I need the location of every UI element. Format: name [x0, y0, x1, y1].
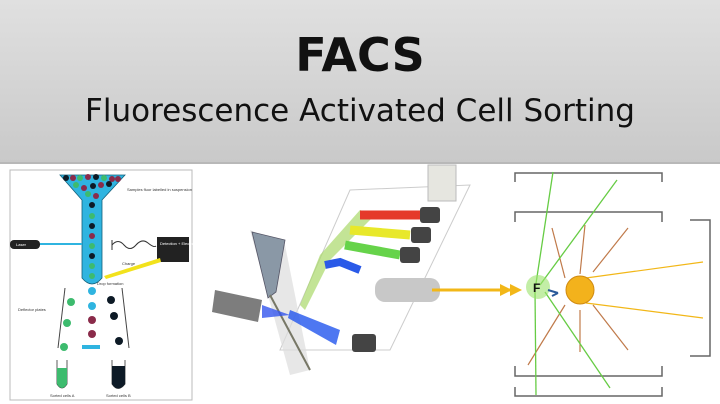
- samples-label: Samples fluor labelled in suspension: [127, 187, 192, 192]
- charge-label: Charge: [122, 261, 136, 266]
- emission-spectrum: [300, 210, 375, 310]
- waste-collector: [82, 345, 100, 349]
- fluorescence-green: [534, 171, 618, 396]
- nozzle: [251, 231, 286, 299]
- laser-box: [10, 240, 40, 249]
- funnel-cells: [63, 174, 121, 279]
- detection-box: [157, 237, 189, 262]
- detectors: [352, 207, 440, 352]
- charge-beam: [104, 258, 161, 279]
- antibody-icon: [547, 289, 559, 297]
- droplets: [60, 287, 123, 351]
- cell-sorter-schematic: Samples fluor labelled in suspension Las…: [9, 169, 201, 401]
- computer-icon: [427, 164, 457, 202]
- scatter-orange: [527, 224, 629, 366]
- deflector-plate-left: [57, 287, 66, 349]
- detector-brackets: [514, 172, 711, 397]
- detection-label: Detection + Electronics: [160, 241, 201, 246]
- scatter-detector: [375, 278, 440, 302]
- page-subtitle: Fluorescence Activated Cell Sorting: [85, 93, 635, 129]
- blue-beam: [324, 257, 362, 274]
- laser-beam: [262, 305, 290, 318]
- page-title: FACS: [295, 28, 425, 82]
- fluor-glow: [526, 275, 550, 299]
- yellow-beam: [349, 225, 411, 240]
- sorted-b-label: Sorted cells B: [106, 393, 131, 398]
- cell-circle: [565, 275, 595, 305]
- flow-cytometer-optics: [212, 164, 522, 375]
- laser-source: [212, 290, 262, 322]
- title-banner: FACS Fluorescence Activated Cell Sorting: [0, 0, 720, 164]
- cell-scatter-diagram: F: [500, 171, 711, 397]
- fluor-label: F: [533, 281, 540, 295]
- laser-label: Laser: [16, 242, 27, 247]
- drop-label: Drop formation: [97, 281, 123, 286]
- detection-signal: [111, 240, 157, 250]
- deflector-plate-right: [121, 287, 130, 349]
- sorted-a-label: Sorted cells A: [50, 393, 75, 398]
- scatter-yellow: [585, 261, 704, 319]
- sample-funnel: [59, 174, 126, 285]
- green-beam: [344, 240, 401, 260]
- deflector-label: Deflector plates: [18, 307, 46, 312]
